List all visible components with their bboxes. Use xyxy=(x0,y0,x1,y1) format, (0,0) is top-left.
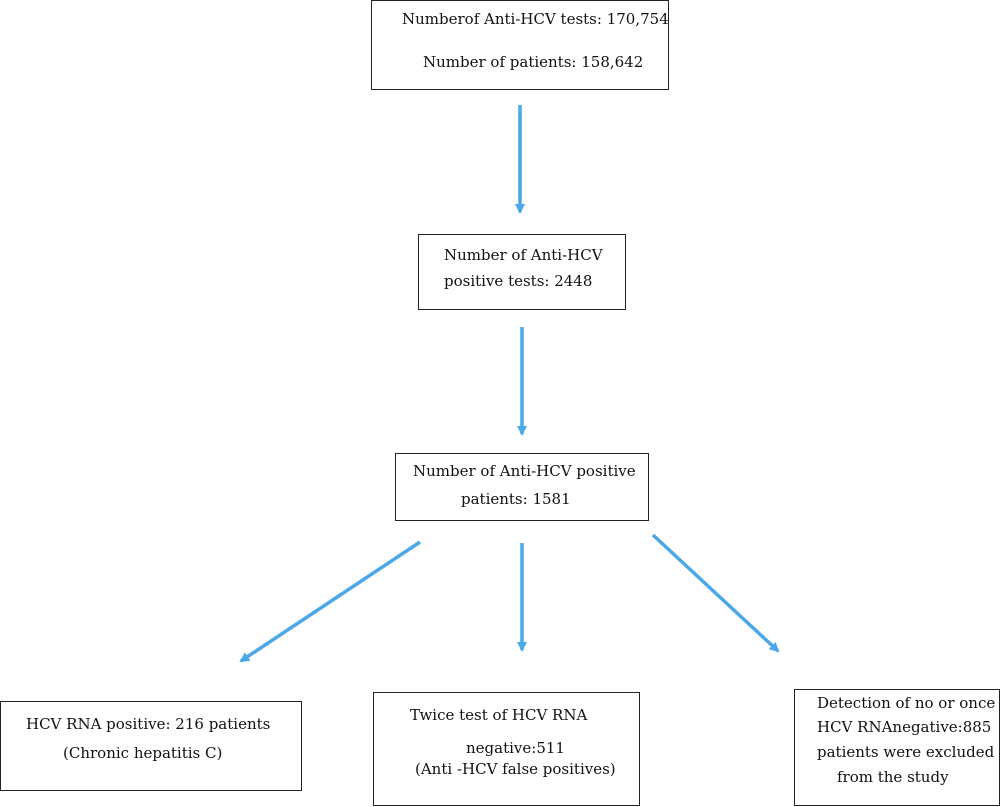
twice-negative-line1: Twice test of HCV RNA xyxy=(410,706,588,724)
positive-patients-line2: patients: 1581 xyxy=(461,490,571,508)
arrow-to-excluded xyxy=(651,533,780,653)
arrow-to-rna-positive xyxy=(239,540,421,663)
total-patients-text: Number of patients: 158,642 xyxy=(423,53,644,71)
excluded-line3: patients were excluded xyxy=(817,743,995,761)
box-rna-positive: HCV RNA positive: 216 patients (Chronic … xyxy=(0,701,302,791)
twice-negative-line3: (Anti -HCV false positives) xyxy=(415,760,616,778)
box-positive-tests: Number of Anti-HCV positive tests: 2448 xyxy=(418,234,626,310)
box-total-tests: Numberof Anti-HCV tests: 170,754 Number … xyxy=(371,0,669,90)
rna-positive-line1: HCV RNA positive: 216 patients xyxy=(26,715,271,733)
excluded-line2: HCV RNAnegative:885 xyxy=(817,718,992,736)
excluded-line4: from the study xyxy=(837,768,949,786)
box-positive-patients: Number of Anti-HCV positive patients: 15… xyxy=(395,453,649,521)
rna-positive-line2: (Chronic hepatitis C) xyxy=(63,744,223,762)
positive-tests-line1: Number of Anti-HCV xyxy=(444,246,603,264)
box-twice-negative: Twice test of HCV RNA negative:511 (Anti… xyxy=(373,692,640,806)
excluded-line1: Detection of no or once xyxy=(817,694,996,712)
positive-tests-line2: positive tests: 2448 xyxy=(444,272,593,290)
total-tests-text: Numberof Anti-HCV tests: 170,754 xyxy=(402,10,669,28)
positive-patients-line1: Number of Anti-HCV positive xyxy=(413,462,636,480)
box-excluded: Detection of no or once HCV RNAnegative:… xyxy=(794,689,1000,806)
twice-negative-line2: negative:511 xyxy=(466,739,565,757)
